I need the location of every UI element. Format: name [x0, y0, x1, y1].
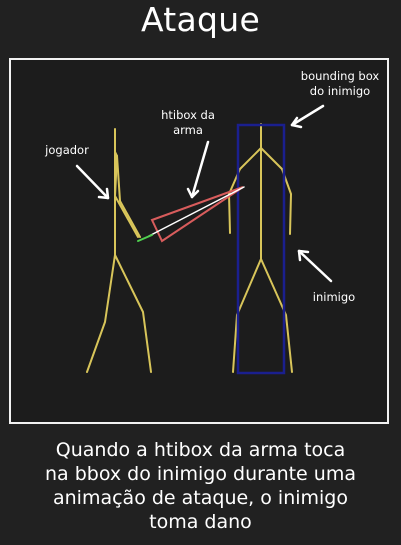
bbox-label-line-2: do inimigo — [310, 84, 370, 98]
player-back-arm — [114, 155, 139, 238]
player-front-arm — [116, 155, 141, 238]
hitbox-arrow — [186, 140, 210, 199]
caption: Quando a htibox da arma toca na bbox do … — [45, 439, 356, 533]
bbox-label-line-1: bounding box — [301, 69, 380, 83]
bbox-arrow — [290, 104, 325, 129]
player-right-leg — [114, 254, 152, 373]
weapon-handle — [137, 234, 153, 242]
weapon-blade — [148, 186, 245, 237]
player-left-leg — [86, 254, 116, 373]
player-label: jogador — [44, 143, 89, 157]
attack-diagram: jogador htibox da arma bounding box do i… — [44, 69, 380, 375]
player-arrow — [75, 164, 110, 200]
enemy-arrow — [297, 249, 333, 283]
weapon-hitbox — [150, 186, 244, 243]
enemy-right-leg — [260, 258, 293, 373]
hitbox-label-line-2: arma — [173, 123, 203, 137]
enemy-label: inimigo — [313, 290, 355, 304]
player-figure — [86, 128, 152, 373]
page-title: Ataque — [140, 0, 261, 39]
hitbox-label-line-1: htibox da — [161, 108, 215, 122]
diagram-frame: jogador htibox da arma bounding box do i… — [9, 58, 389, 424]
enemy-bounding-box — [236, 123, 286, 375]
